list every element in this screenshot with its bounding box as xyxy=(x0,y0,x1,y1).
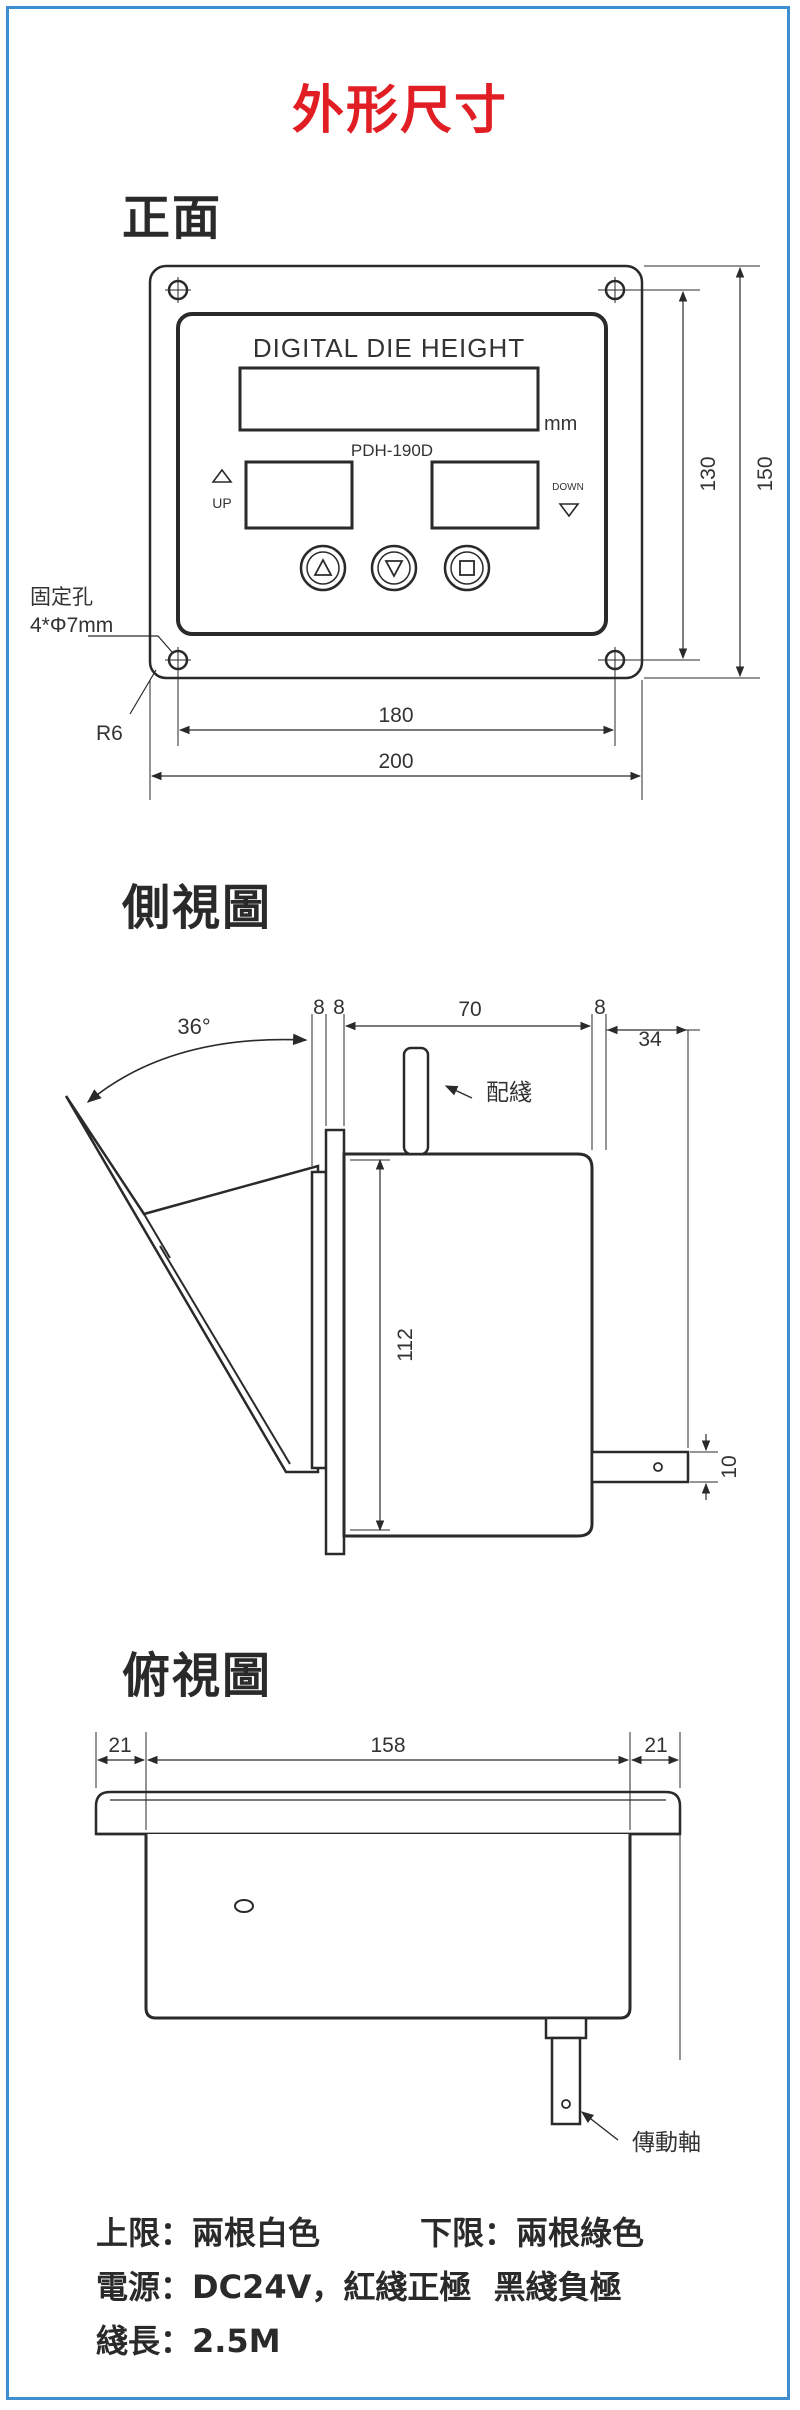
drive-shaft xyxy=(590,1450,690,1484)
down-display-window xyxy=(430,460,540,530)
dim-top-right: 21 xyxy=(644,1734,667,1757)
front-outer-plate xyxy=(148,264,644,680)
dim-shaft: 34 xyxy=(638,1028,662,1051)
top-drive-shaft xyxy=(550,2036,582,2126)
tilted-display-shell xyxy=(64,1095,320,1474)
fixing-hole-leader xyxy=(88,635,173,653)
dim-height: 112 xyxy=(394,1328,417,1361)
screw-icon xyxy=(234,1899,254,1913)
dim-inner-width: 180 xyxy=(378,704,413,727)
fixing-hole-spec: 4*Φ7mm xyxy=(30,614,113,637)
radius-leader xyxy=(129,669,157,715)
front-housing xyxy=(176,312,608,636)
model-text: PDH-190D xyxy=(351,441,433,460)
dim-plate-a: 8 xyxy=(313,996,325,1019)
dim-top-middle: 158 xyxy=(370,1734,405,1757)
unit-text: mm xyxy=(544,413,577,435)
dim-top-left: 21 xyxy=(108,1734,131,1757)
top-flange xyxy=(94,1790,682,1836)
top-view xyxy=(94,1732,682,2141)
section-front-heading: 正面 xyxy=(122,190,223,246)
dim-plate-b: 8 xyxy=(333,996,345,1019)
up-display-window xyxy=(244,460,354,530)
angle-arc xyxy=(86,1033,308,1103)
side-view xyxy=(64,1014,718,1556)
up-button-icon xyxy=(299,544,347,592)
front-plate xyxy=(310,1170,328,1470)
note-line-3: 綫長：2.5M xyxy=(96,2322,281,2360)
section-top-heading: 俯視圖 xyxy=(122,1648,273,1704)
dim-shaft-dia: 10 xyxy=(718,1455,741,1478)
down-button-icon xyxy=(370,544,418,592)
sensor-body xyxy=(342,1152,594,1538)
corner-radius-label: R6 xyxy=(96,722,123,745)
dim-rear: 8 xyxy=(594,996,606,1019)
up-label: UP xyxy=(212,495,231,511)
wiring-label: 配綫 xyxy=(486,1079,532,1105)
main-display-window xyxy=(238,366,540,432)
down-triangle-icon xyxy=(558,503,580,518)
up-triangle-icon xyxy=(211,468,233,483)
shaft-label: 傳動軸 xyxy=(632,2129,701,2155)
set-button-icon xyxy=(443,544,491,592)
mounting-plate xyxy=(324,1128,346,1556)
page-title: 外形尺寸 xyxy=(291,81,508,141)
note-line-2: 電源：DC24V，紅綫正極 黑綫負極 xyxy=(96,2268,622,2306)
dim-outer-width: 200 xyxy=(378,750,413,773)
wiring-post xyxy=(402,1046,430,1156)
down-label: DOWN xyxy=(552,482,584,493)
top-body xyxy=(144,1834,632,2020)
panel-title-text: DIGITAL DIE HEIGHT xyxy=(253,333,525,363)
dim-inner-height: 130 xyxy=(697,456,720,491)
note-line-1a: 上限：兩根白色 xyxy=(96,2214,321,2252)
section-side-heading: 側視圖 xyxy=(122,880,273,936)
front-view xyxy=(88,264,760,800)
note-line-1b: 下限：兩根綠色 xyxy=(420,2214,645,2252)
dim-body: 70 xyxy=(458,998,481,1021)
fixing-hole-label: 固定孔 xyxy=(30,586,93,609)
dim-outer-height: 150 xyxy=(754,456,777,491)
angle-label: 36° xyxy=(177,1014,210,1039)
